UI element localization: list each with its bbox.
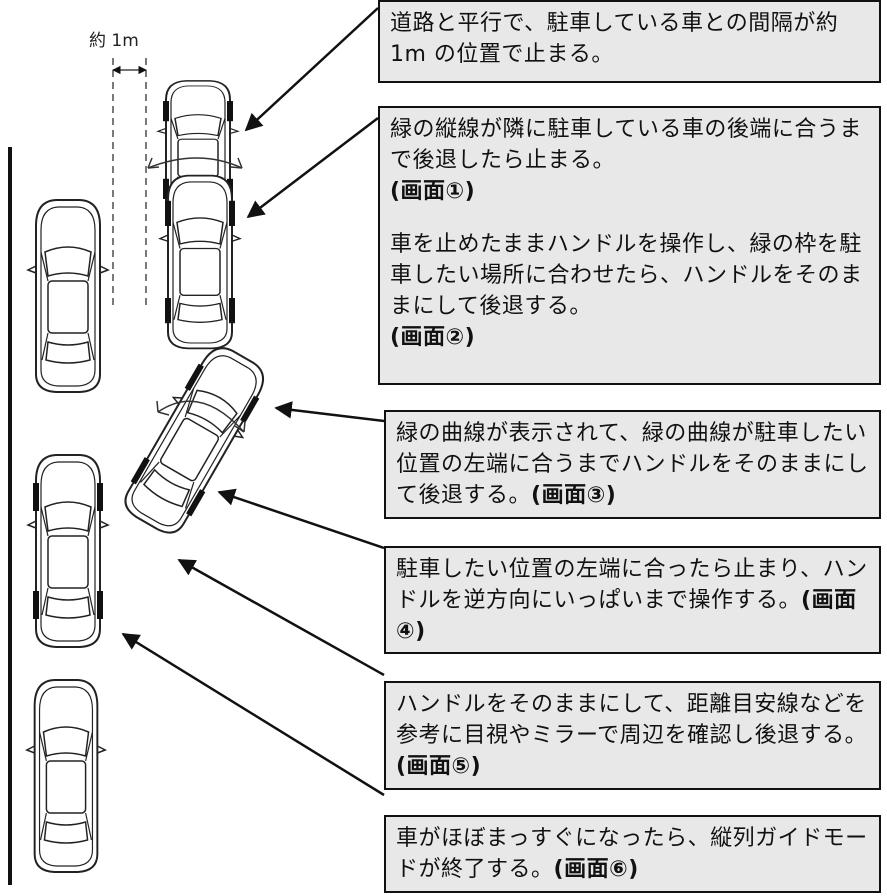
step-4-text: 駐車したい位置の左端に合ったら止まり、ハンドルを逆方向にいっぱいまで操作する。 [396,557,868,613]
parked-car-front [27,199,109,393]
step-2-screen-ref: (画面①) [390,179,476,204]
step-6-screen-ref: (画面⑥) [553,857,639,882]
steering-arrows [147,157,246,433]
step-5-screen-ref: (画面⑤) [396,754,482,779]
leader-arrows [121,7,385,797]
step-1-box: 道路と平行で、駐車している車との間隔が約 1m の位置で止まる。 [378,0,881,83]
car-position-3 [112,337,277,543]
step-6-text: 車がほぼまっすぐになったら、縦列ガイドモードが終了する。 [396,826,868,882]
car-position-2 [160,176,240,349]
distance-label: 約 1m [89,31,139,51]
step-5-box: ハンドルをそのままにして、距離目安線などを参考に目視やミラーで周辺を確認し後退す… [384,681,881,790]
step-2-screen-ref-2: (画面②) [390,325,476,350]
step-2-box: 緑の縦線が隣に駐車している車の後端に合うまで後退したら止まる。 (画面①) 車を… [378,106,881,385]
step-4-screen-ref: (画面④) [396,588,857,644]
step-5-text: ハンドルをそのままにして、距離目安線などを参考に目視やミラーで周辺を確認し後退す… [396,692,868,748]
step-3-screen-ref: (画面③) [531,483,617,508]
car-position-final [28,455,108,647]
step-3-text: 緑の曲線が表示されて、緑の曲線が駐車したい位置の左端に合うまでハンドルをそのまま… [396,421,869,508]
step-2-text: 緑の縦線が隣に駐車している車の後端に合うまで後退したら止まる。 [390,117,862,173]
step-6-box: 車がほぼまっすぐになったら、縦列ガイドモードが終了する。(画面⑥) [384,815,881,893]
step-1-text: 道路と平行で、駐車している車との間隔が約 1m の位置で止まる。 [390,11,839,67]
step-3-box: 緑の曲線が表示されて、緑の曲線が駐車したい位置の左端に合うまでハンドルをそのまま… [384,410,881,519]
parked-car-rear [25,679,107,873]
step-4-box: 駐車したい位置の左端に合ったら止まり、ハンドルを逆方向にいっぱいまで操作する。(… [384,546,881,654]
step-2-text-2: 車を止めたままハンドルを操作し、緑の枠を駐車したい場所に合わせたら、ハンドルをそ… [390,232,863,319]
